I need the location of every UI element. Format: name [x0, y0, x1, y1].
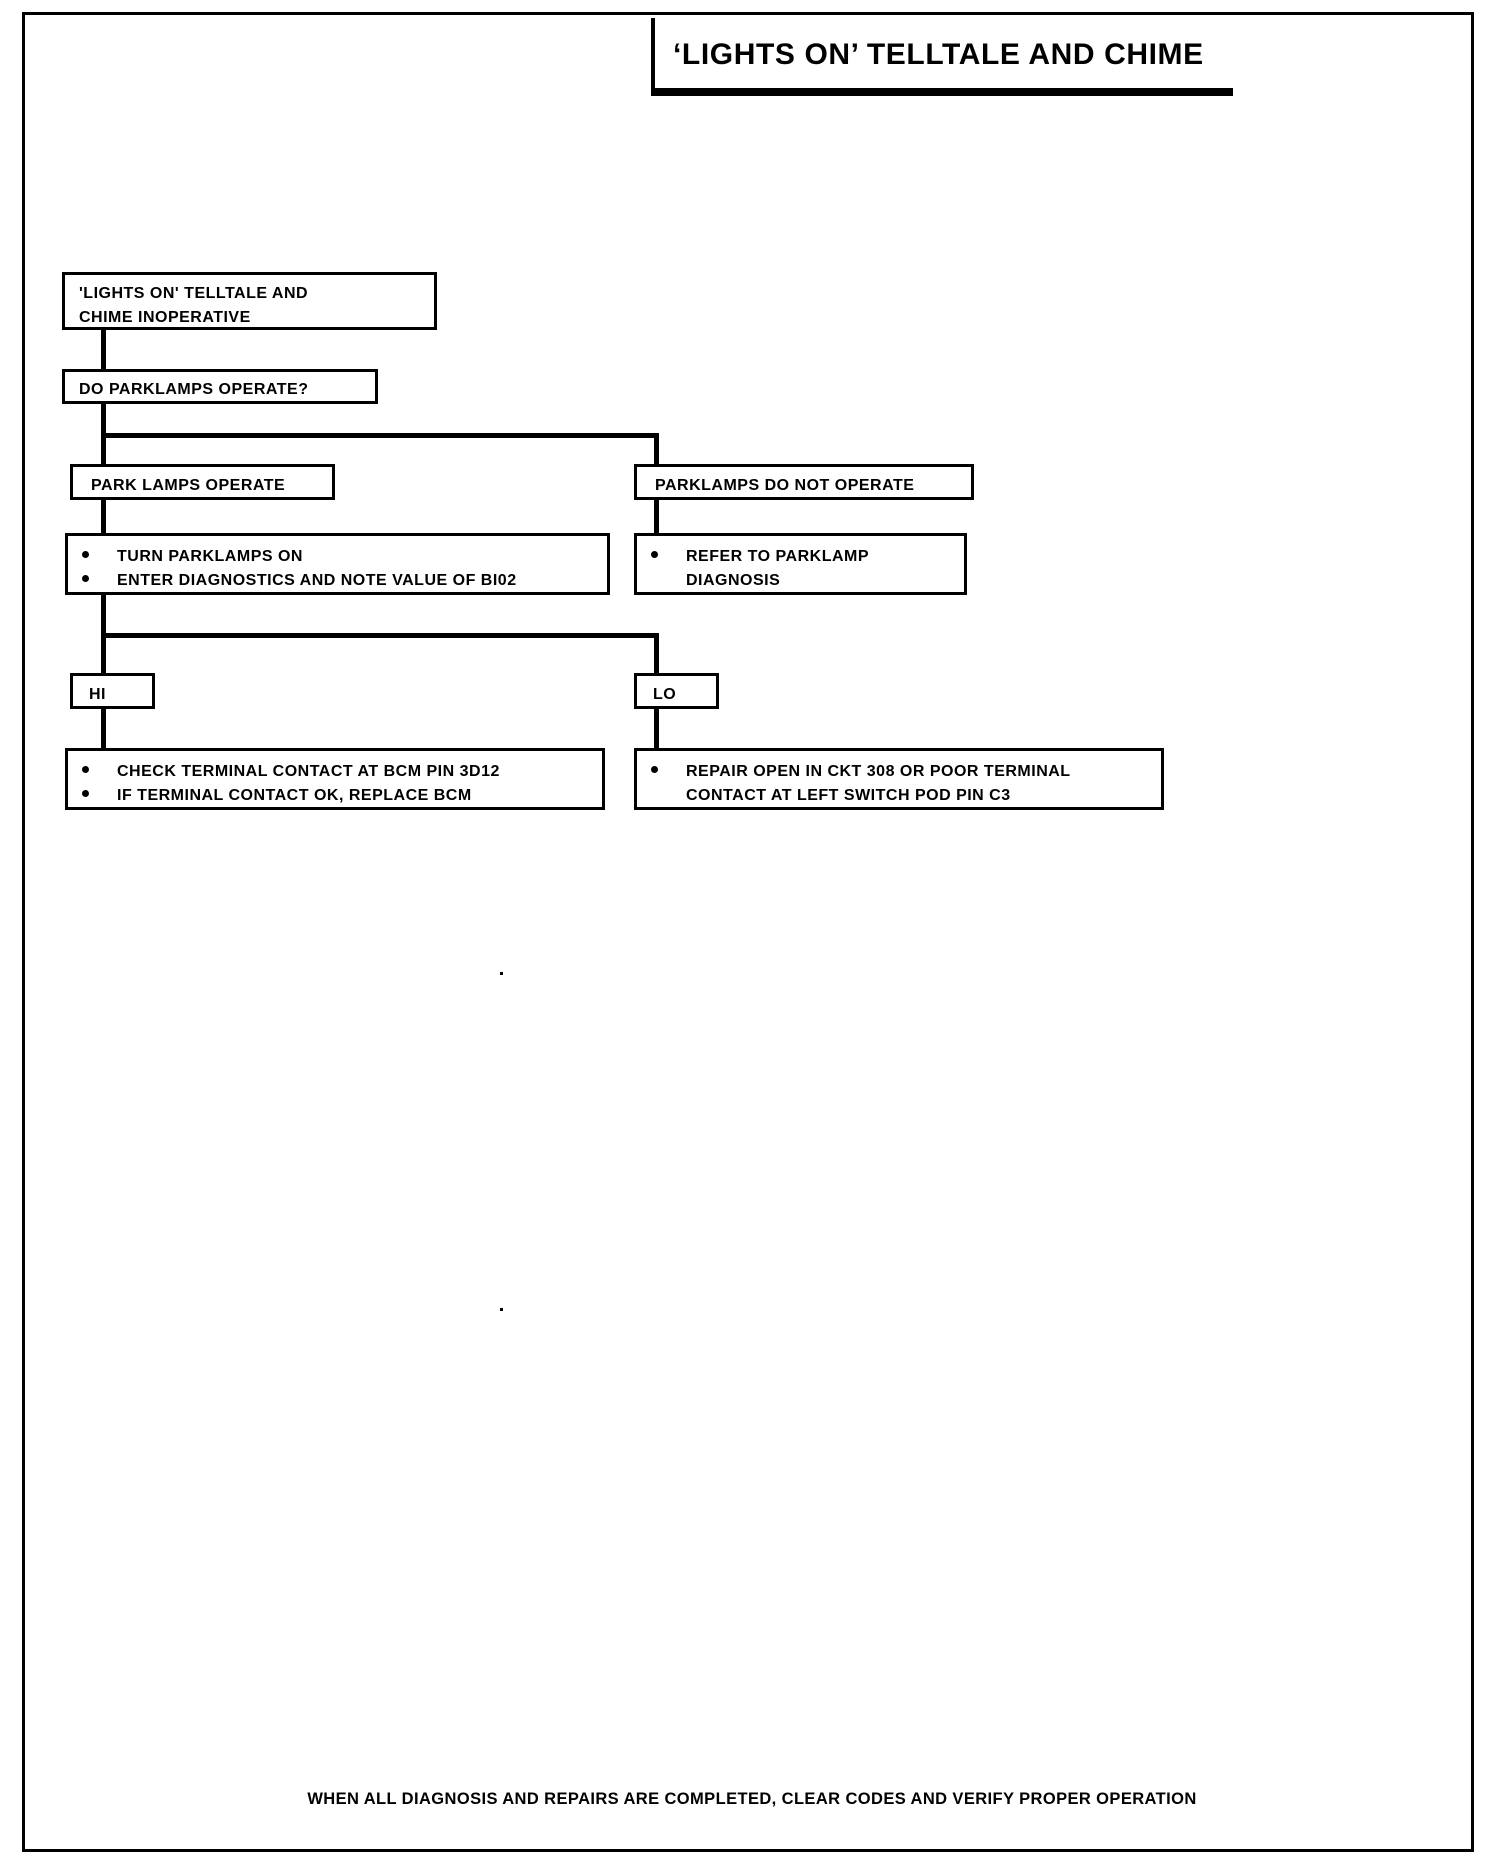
left-action-text-1: TURN PARKLAMPS ON: [117, 548, 303, 565]
connector-bus-to-hi: [101, 633, 106, 675]
hi-actions-box: CHECK TERMINAL CONTACT AT BCM PIN 3D12 I…: [65, 748, 605, 810]
split-bus-top: [101, 433, 659, 438]
lo-action-row-1-cont: CONTACT AT LEFT SWITCH POD PIN C3: [651, 784, 1147, 808]
result-lo-box: LO: [634, 673, 719, 709]
title-block: ‘LIGHTS ON’ TELLTALE AND CHIME: [651, 18, 1233, 96]
right-action-text-1a: REFER TO PARKLAMP: [686, 548, 870, 565]
bullet-icon: [651, 766, 658, 773]
connector-bus-to-right-branch: [654, 433, 659, 465]
hi-lo-bus: [101, 633, 659, 638]
connector-symptom-to-question: [101, 330, 106, 370]
scan-speck: [500, 972, 503, 975]
right-actions-box: REFER TO PARKLAMP DIAGNOSIS: [634, 533, 967, 595]
lo-action-text-1b: CONTACT AT LEFT SWITCH POD PIN C3: [686, 787, 1011, 804]
left-action-text-2: ENTER DIAGNOSTICS AND NOTE VALUE OF BI02: [117, 572, 517, 589]
hi-action-row-1: CHECK TERMINAL CONTACT AT BCM PIN 3D12: [82, 760, 588, 784]
connector-left-branch-to-actions: [101, 500, 106, 535]
left-action-row-1: TURN PARKLAMPS ON: [82, 545, 593, 569]
lo-actions-box: REPAIR OPEN IN CKT 308 OR POOR TERMINAL …: [634, 748, 1164, 810]
hi-action-row-2: IF TERMINAL CONTACT OK, REPLACE BCM: [82, 784, 588, 808]
connector-question-down: [101, 404, 106, 437]
left-action-row-2: ENTER DIAGNOSTICS AND NOTE VALUE OF BI02: [82, 569, 593, 593]
result-hi-box: HI: [70, 673, 155, 709]
symptom-line-1: 'LIGHTS ON' TELLTALE AND: [79, 285, 309, 302]
connector-lo-to-actions: [654, 709, 659, 750]
symptom-box: 'LIGHTS ON' TELLTALE AND CHIME INOPERATI…: [62, 272, 437, 330]
connector-left-actions-down: [101, 595, 106, 637]
page-border: [22, 12, 1474, 1852]
result-lo-label: LO: [653, 686, 677, 703]
hi-action-text-2: IF TERMINAL CONTACT OK, REPLACE BCM: [117, 787, 472, 804]
result-hi-label: HI: [89, 686, 106, 703]
connector-bus-to-lo: [654, 633, 659, 675]
symptom-line-2: CHIME INOPERATIVE: [79, 309, 251, 326]
bullet-icon: [651, 551, 658, 558]
connector-bus-to-left-branch: [101, 433, 106, 465]
connector-hi-to-actions: [101, 709, 106, 750]
bullet-icon: [82, 575, 89, 582]
right-action-row-1: REFER TO PARKLAMP: [651, 545, 950, 569]
bullet-icon: [82, 766, 89, 773]
branch-left-line-1: PARK LAMPS OPERATE: [91, 477, 286, 494]
left-actions-box: TURN PARKLAMPS ON ENTER DIAGNOSTICS AND …: [65, 533, 610, 595]
lo-action-text-1a: REPAIR OPEN IN CKT 308 OR POOR TERMINAL: [686, 763, 1071, 780]
branch-right-box: PARKLAMPS DO NOT OPERATE: [634, 464, 974, 500]
title-block-inner: [655, 18, 1233, 92]
footer-note: WHEN ALL DIAGNOSIS AND REPAIRS ARE COMPL…: [307, 1790, 1197, 1808]
right-action-text-1b: DIAGNOSIS: [686, 572, 781, 589]
branch-right-line-1: PARKLAMPS DO NOT OPERATE: [655, 477, 915, 494]
connector-right-branch-to-actions: [654, 500, 659, 535]
page-title: ‘LIGHTS ON’ TELLTALE AND CHIME: [673, 38, 1204, 71]
question-box: DO PARKLAMPS OPERATE?: [62, 369, 378, 404]
bullet-icon: [82, 790, 89, 797]
scan-speck: [500, 1308, 503, 1311]
hi-action-text-1: CHECK TERMINAL CONTACT AT BCM PIN 3D12: [117, 763, 500, 780]
lo-action-row-1: REPAIR OPEN IN CKT 308 OR POOR TERMINAL: [651, 760, 1147, 784]
question-line-1: DO PARKLAMPS OPERATE?: [79, 381, 309, 398]
bullet-icon: [82, 551, 89, 558]
branch-left-box: PARK LAMPS OPERATE: [70, 464, 335, 500]
right-action-row-1-cont: DIAGNOSIS: [651, 569, 950, 593]
